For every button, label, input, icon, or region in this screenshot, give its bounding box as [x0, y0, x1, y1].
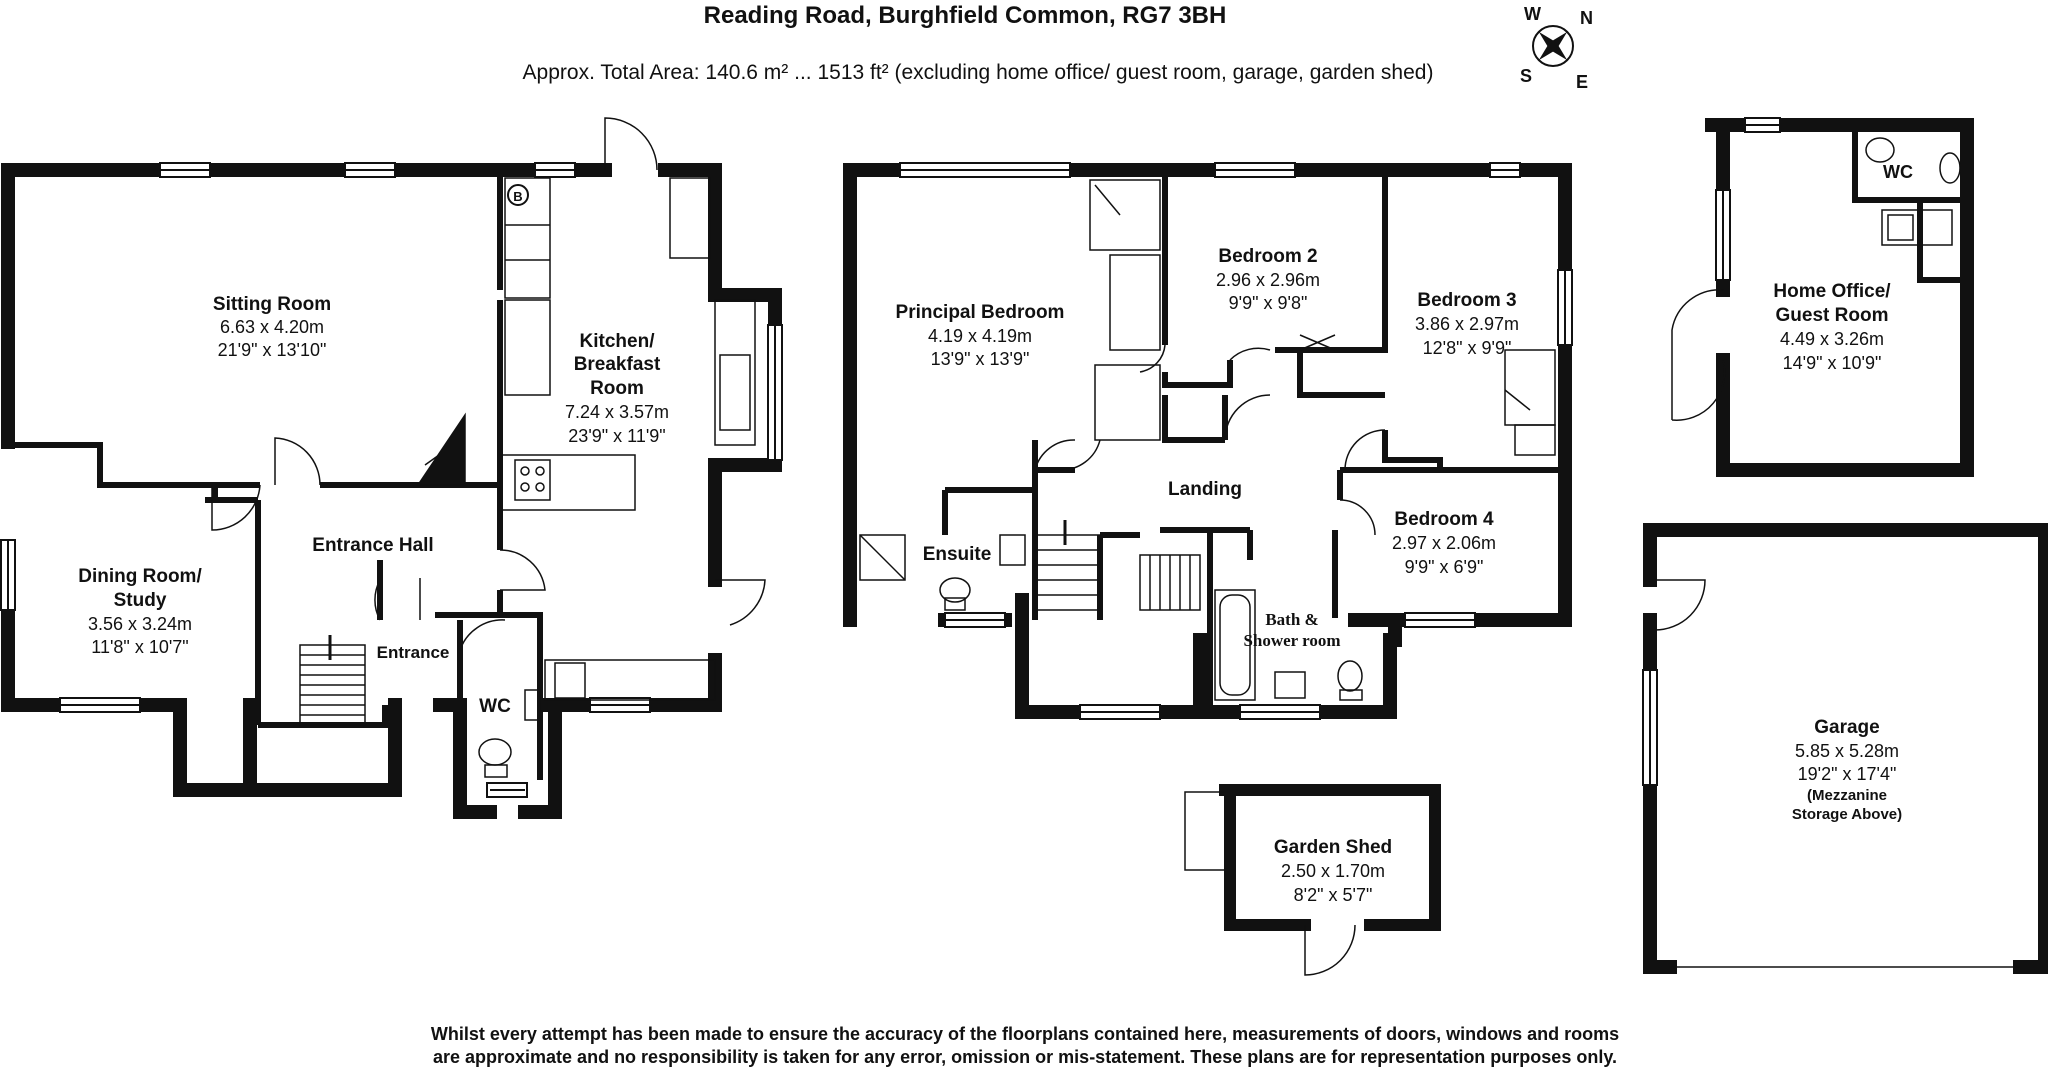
wc-ground-name: WC: [479, 696, 511, 717]
garage-name: Garage: [1814, 717, 1879, 738]
compass-icon: W N S E: [1520, 4, 1593, 92]
shed-metric: 2.50 x 1.70m: [1281, 861, 1385, 881]
boiler-label: B: [513, 189, 522, 204]
compass-s: S: [1520, 66, 1532, 86]
office-name-2: Guest Room: [1776, 305, 1889, 326]
principal-bedroom-name: Principal Bedroom: [896, 302, 1065, 323]
kitchen-name-3: Room: [590, 378, 644, 399]
property-title: Reading Road, Burghfield Common, RG7 3BH: [704, 2, 1227, 29]
room-labels: Sitting Room 6.63 x 4.20m 21'9" x 13'10"…: [78, 162, 1913, 905]
bedroom-2-name: Bedroom 2: [1218, 246, 1317, 267]
kitchen-name-1: Kitchen/: [580, 331, 656, 352]
garage-imperial: 19'2" x 17'4": [1798, 764, 1897, 784]
disclaimer-line-2: are approximate and no responsibility is…: [433, 1047, 1617, 1067]
total-area: Approx. Total Area: 140.6 m² ... 1513 ft…: [523, 61, 1434, 84]
kitchen-imperial: 23'9" x 11'9": [568, 426, 665, 446]
principal-bedroom-metric: 4.19 x 4.19m: [928, 326, 1032, 346]
first-floor: [843, 162, 1573, 720]
bath-name-1: Bath &: [1265, 610, 1318, 629]
garage-note-2: Storage Above): [1792, 806, 1902, 823]
shed-imperial: 8'2" x 5'7": [1294, 885, 1373, 905]
garage-note-1: (Mezzanine: [1807, 787, 1887, 804]
garage-metric: 5.85 x 5.28m: [1795, 741, 1899, 761]
disclaimer-line-1: Whilst every attempt has been made to en…: [431, 1024, 1619, 1044]
bedroom-2-imperial: 9'9" x 9'8": [1229, 293, 1308, 313]
bedroom-4-imperial: 9'9" x 6'9": [1405, 557, 1484, 577]
kitchen-metric: 7.24 x 3.57m: [565, 402, 669, 422]
office-name-1: Home Office/: [1773, 281, 1891, 302]
landing-name: Landing: [1168, 479, 1242, 500]
ensuite-name: Ensuite: [923, 544, 992, 565]
sitting-room-name: Sitting Room: [213, 294, 331, 315]
bath-name-2: Shower room: [1243, 631, 1340, 650]
dining-name-2: Study: [114, 590, 167, 611]
sitting-room-metric: 6.63 x 4.20m: [220, 317, 324, 337]
compass-e: E: [1576, 72, 1588, 92]
wc-office-name: WC: [1883, 162, 1913, 182]
sitting-room-imperial: 21'9" x 13'10": [218, 340, 327, 360]
bedroom-4-metric: 2.97 x 2.06m: [1392, 533, 1496, 553]
office-metric: 4.49 x 3.26m: [1780, 329, 1884, 349]
principal-bedroom-imperial: 13'9" x 13'9": [931, 349, 1030, 369]
bedroom-3-name: Bedroom 3: [1417, 290, 1516, 311]
bedroom-4-name: Bedroom 4: [1394, 509, 1494, 530]
kitchen-name-2: Breakfast: [574, 354, 661, 375]
entrance-name: Entrance: [377, 643, 450, 662]
bedroom-3-metric: 3.86 x 2.97m: [1415, 314, 1519, 334]
dining-name-1: Dining Room/: [78, 566, 202, 587]
shed-name: Garden Shed: [1274, 837, 1392, 858]
garage-building: [1642, 523, 2048, 974]
garden-shed-building: [1184, 784, 1441, 976]
ground-floor: [0, 117, 783, 819]
dining-metric: 3.56 x 3.24m: [88, 614, 192, 634]
bedroom-3-imperial: 12'8" x 9'9": [1423, 338, 1512, 358]
entrance-hall-name: Entrance Hall: [312, 535, 433, 556]
dining-imperial: 11'8" x 10'7": [91, 637, 188, 657]
bedroom-2-metric: 2.96 x 2.96m: [1216, 270, 1320, 290]
home-office-building: [1671, 117, 1974, 477]
office-imperial: 14'9" x 10'9": [1783, 353, 1882, 373]
compass-n: N: [1580, 8, 1593, 28]
compass-w: W: [1524, 4, 1541, 24]
